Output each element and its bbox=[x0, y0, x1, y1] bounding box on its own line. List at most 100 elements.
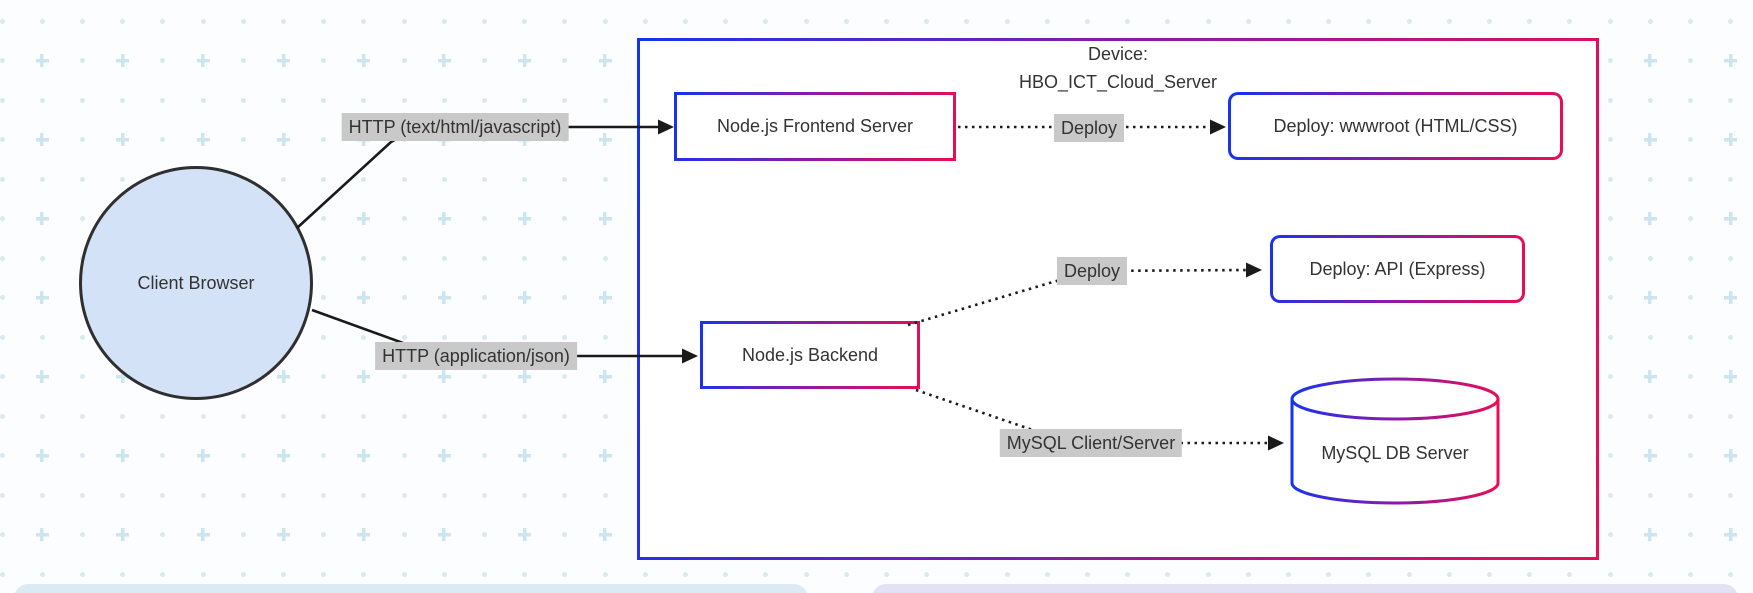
pattern-dot-mark bbox=[79, 492, 85, 498]
pattern-plus-mark bbox=[598, 528, 612, 541]
pattern-dot-mark bbox=[401, 453, 407, 458]
pattern-dot-mark bbox=[964, 571, 970, 577]
pattern-dot-mark bbox=[1687, 492, 1693, 498]
pattern-plus-mark bbox=[1724, 370, 1738, 383]
pattern-dot-mark bbox=[401, 255, 407, 261]
pattern-plus-mark bbox=[598, 212, 612, 225]
pattern-dot-mark bbox=[1687, 18, 1693, 24]
pattern-dot-mark bbox=[280, 571, 286, 577]
pattern-plus-mark bbox=[1724, 133, 1738, 146]
pattern-dot-mark bbox=[883, 571, 889, 577]
pattern-dot-mark bbox=[441, 492, 447, 498]
pattern-dot-mark bbox=[481, 571, 487, 577]
pattern-dot-mark bbox=[602, 97, 608, 103]
pattern-plus-mark bbox=[276, 528, 290, 541]
pattern-plus-mark bbox=[1643, 528, 1657, 541]
edge-label-deploy-wwwroot: Deploy bbox=[1053, 114, 1125, 142]
pattern-dot-mark bbox=[0, 97, 5, 103]
pattern-dot-mark bbox=[1326, 571, 1332, 577]
device-cluster-title-line1: Device: bbox=[1087, 44, 1149, 64]
pattern-dot-mark bbox=[1285, 18, 1291, 24]
pattern-dot-mark bbox=[763, 571, 769, 577]
pattern-dot-mark bbox=[39, 334, 45, 340]
pattern-dot-mark bbox=[39, 176, 45, 182]
bottom-card-left[interactable] bbox=[14, 584, 808, 593]
pattern-dot-mark bbox=[1607, 255, 1613, 261]
pattern-dot-mark bbox=[562, 571, 568, 577]
pattern-dot-mark bbox=[441, 176, 447, 182]
pattern-dot-mark bbox=[1607, 532, 1613, 537]
pattern-plus-mark bbox=[35, 212, 49, 225]
pattern-dot-mark bbox=[522, 492, 528, 498]
pattern-plus-mark bbox=[437, 528, 451, 541]
pattern-dot-mark bbox=[1406, 18, 1412, 24]
pattern-dot-mark bbox=[1687, 334, 1693, 340]
pattern-dot-mark bbox=[1607, 58, 1613, 63]
pattern-dot-mark bbox=[160, 58, 166, 63]
pattern-dot-mark bbox=[723, 571, 729, 577]
pattern-plus-mark bbox=[276, 54, 290, 67]
pattern-dot-mark bbox=[321, 453, 327, 458]
pattern-dot-mark bbox=[1728, 176, 1734, 182]
pattern-dot-mark bbox=[361, 571, 367, 577]
pattern-dot-mark bbox=[1084, 18, 1090, 24]
pattern-dot-mark bbox=[120, 413, 126, 419]
pattern-dot-mark bbox=[321, 532, 327, 537]
pattern-dot-mark bbox=[160, 97, 166, 103]
database-cylinder-icon bbox=[1290, 377, 1500, 505]
pattern-dot-mark bbox=[562, 97, 568, 103]
pattern-dot-mark bbox=[1687, 413, 1693, 419]
pattern-plus-mark bbox=[1643, 449, 1657, 462]
pattern-plus-mark bbox=[437, 449, 451, 462]
pattern-dot-mark bbox=[321, 255, 327, 261]
pattern-dot-mark bbox=[1607, 137, 1613, 142]
pattern-dot-mark bbox=[79, 137, 85, 142]
pattern-dot-mark bbox=[522, 571, 528, 577]
pattern-dot-mark bbox=[1647, 334, 1653, 340]
node-deploy-wwwroot: Deploy: wwwroot (HTML/CSS) bbox=[1228, 92, 1563, 160]
pattern-dot-mark bbox=[1004, 18, 1010, 24]
edge-label-http-text-html: HTTP (text/html/javascript) bbox=[341, 113, 569, 141]
pattern-dot-mark bbox=[401, 216, 407, 221]
pattern-dot-mark bbox=[401, 492, 407, 498]
pattern-dot-mark bbox=[240, 97, 246, 103]
pattern-plus-mark bbox=[35, 54, 49, 67]
pattern-dot-mark bbox=[321, 58, 327, 63]
pattern-dot-mark bbox=[280, 413, 286, 419]
pattern-dot-mark bbox=[39, 97, 45, 103]
pattern-dot-mark bbox=[924, 18, 930, 24]
pattern-plus-mark bbox=[116, 54, 130, 67]
pattern-dot-mark bbox=[240, 413, 246, 419]
edge-label-deploy-api: Deploy bbox=[1056, 257, 1128, 285]
pattern-dot-mark bbox=[883, 18, 889, 24]
pattern-dot-mark bbox=[964, 18, 970, 24]
pattern-dot-mark bbox=[1486, 18, 1492, 24]
pattern-dot-mark bbox=[79, 453, 85, 458]
pattern-plus-mark bbox=[35, 370, 49, 383]
pattern-dot-mark bbox=[200, 571, 206, 577]
node-backend: Node.js Backend bbox=[700, 321, 920, 389]
pattern-dot-mark bbox=[723, 18, 729, 24]
pattern-dot-mark bbox=[1125, 571, 1131, 577]
pattern-dot-mark bbox=[522, 255, 528, 261]
pattern-plus-mark bbox=[437, 291, 451, 304]
pattern-dot-mark bbox=[79, 413, 85, 419]
pattern-dot-mark bbox=[0, 295, 5, 300]
pattern-plus-mark bbox=[116, 528, 130, 541]
bottom-card-right[interactable] bbox=[872, 584, 1738, 593]
pattern-dot-mark bbox=[1125, 18, 1131, 24]
pattern-dot-mark bbox=[1687, 374, 1693, 379]
pattern-dot-mark bbox=[0, 137, 5, 142]
pattern-dot-mark bbox=[1084, 571, 1090, 577]
pattern-dot-mark bbox=[361, 176, 367, 182]
pattern-dot-mark bbox=[1687, 295, 1693, 300]
pattern-dot-mark bbox=[602, 176, 608, 182]
pattern-dot-mark bbox=[1687, 176, 1693, 182]
pattern-dot-mark bbox=[321, 413, 327, 419]
pattern-dot-mark bbox=[441, 334, 447, 340]
pattern-dot-mark bbox=[321, 334, 327, 340]
pattern-dot-mark bbox=[401, 58, 407, 63]
pattern-plus-mark bbox=[35, 291, 49, 304]
pattern-dot-mark bbox=[1728, 413, 1734, 419]
pattern-dot-mark bbox=[1687, 255, 1693, 261]
